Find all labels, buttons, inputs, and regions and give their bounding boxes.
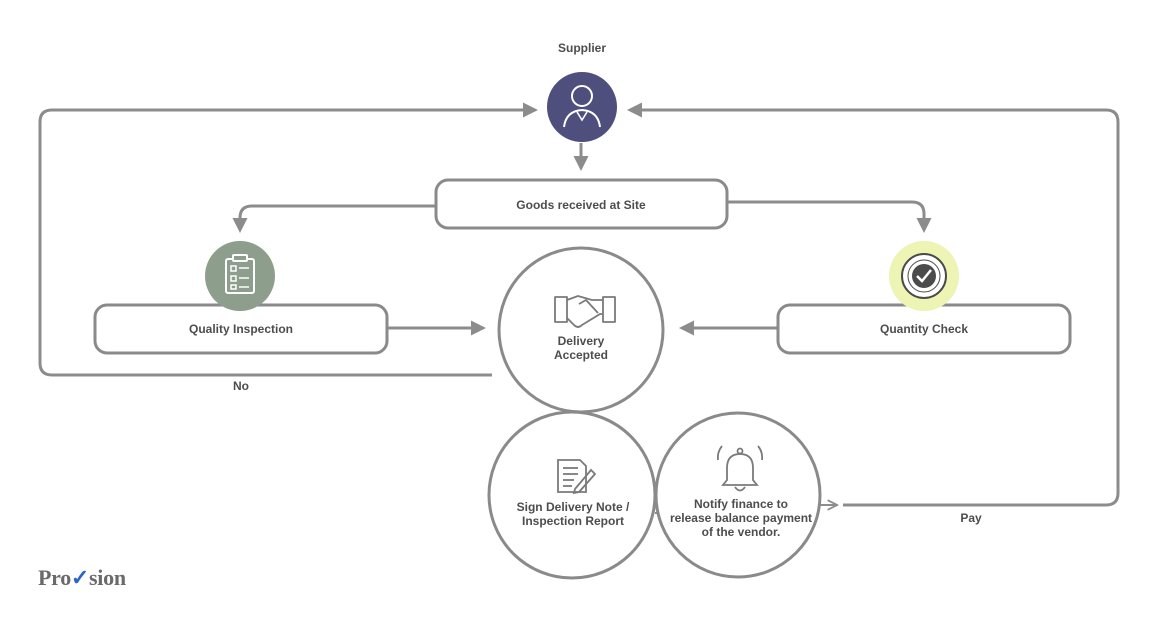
delivery-label: Delivery Accepted (511, 334, 651, 362)
document-pen-icon (557, 459, 597, 495)
handshake-icon (554, 295, 616, 328)
provision-logo: Pro✓sion (38, 565, 126, 591)
edge-goods-quality (232, 204, 436, 233)
sign-label-line2: Inspection Report (521, 514, 624, 528)
logo-tick-icon: ✓ (70, 565, 90, 590)
edge-label-pay: Pay (960, 511, 982, 525)
edge-goods-quantity (727, 200, 932, 233)
sign-label-line1: Sign Delivery Note / (516, 500, 630, 514)
bell-icon (716, 445, 764, 492)
delivery-circle (497, 246, 665, 414)
notify-label-line3: of the vendor. (701, 525, 781, 539)
logo-text-part1: Pro (38, 565, 71, 590)
quality-label: Quality Inspection (188, 322, 294, 336)
goods-label: Goods received at Site (516, 198, 646, 212)
clipboard-checklist-icon (205, 241, 275, 311)
quantity-label: Quantity Check (879, 322, 969, 336)
delivery-label-line2: Accepted (553, 348, 609, 362)
notify-circle (654, 411, 822, 579)
sign-label: Sign Delivery Note / Inspection Report (498, 500, 648, 528)
delivery-label-line1: Delivery (557, 334, 605, 348)
notify-label: Notify finance to release balance paymen… (661, 497, 821, 539)
quality-seal-icon (889, 241, 959, 311)
goods-box (434, 178, 729, 230)
logo-text-part2: sion (89, 565, 126, 590)
notify-label-line2: release balance payment (669, 511, 813, 525)
notify-label-line1: Notify finance to (693, 497, 788, 511)
edge-label-no: No (233, 379, 249, 393)
person-icon (547, 72, 617, 142)
sign-circle (487, 410, 657, 580)
supplier-label: Supplier (557, 41, 607, 55)
edge-no-loop (38, 102, 538, 377)
edge-pay-loop (627, 102, 1120, 507)
